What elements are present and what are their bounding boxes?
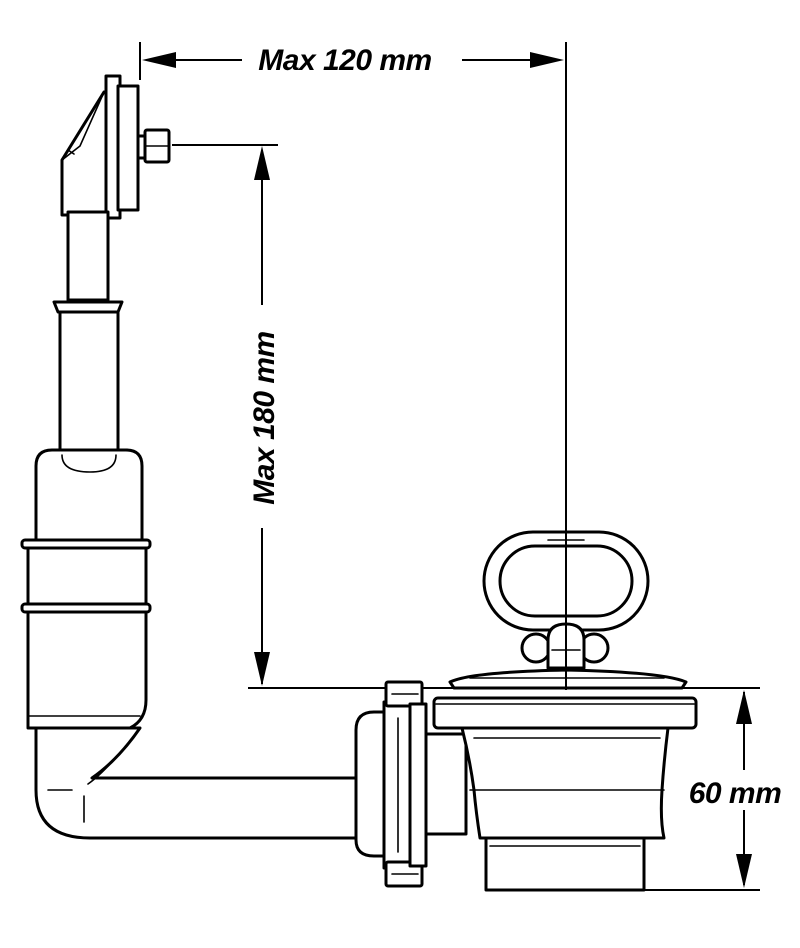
arrowhead-top bbox=[254, 146, 270, 180]
strainer-bowl bbox=[460, 726, 670, 840]
handle-lug-left bbox=[520, 632, 552, 664]
strainer-body bbox=[424, 696, 698, 892]
dimension-max-120: Max 120 mm bbox=[139, 42, 567, 690]
overflow-flange-ring bbox=[116, 84, 140, 212]
elbow-detail bbox=[67, 149, 75, 155]
overflow-pipe-lower bbox=[58, 310, 120, 462]
overflow-pipe-upper bbox=[66, 210, 110, 302]
elbow-bevel-line bbox=[61, 91, 105, 161]
trap-body-lower bbox=[26, 610, 148, 730]
trap-body-mid bbox=[26, 546, 148, 606]
trap-body bbox=[20, 448, 152, 730]
dimension-label-max-180: Max 180 mm bbox=[248, 331, 281, 504]
dimension-60: 60 mm bbox=[640, 690, 788, 891]
arrowhead-60-top bbox=[736, 690, 752, 724]
elbow-inner-line bbox=[87, 727, 141, 785]
overflow-pipe bbox=[52, 210, 124, 462]
union-nut-collar bbox=[354, 710, 386, 858]
strainer-plug bbox=[448, 530, 688, 690]
overflow-head bbox=[60, 74, 171, 220]
pipe-entry-curve bbox=[61, 454, 117, 473]
union-nut-side bbox=[408, 702, 428, 868]
dimension-max-180: Max 180 mm bbox=[172, 144, 281, 686]
arrowhead-bottom bbox=[254, 652, 270, 686]
union-nut bbox=[354, 680, 428, 888]
dimension-label-60: 60 mm bbox=[689, 777, 782, 810]
arrowhead-right bbox=[530, 52, 564, 68]
side-outlet bbox=[424, 732, 468, 836]
connector-pipe bbox=[34, 726, 362, 840]
arrowhead-left bbox=[142, 52, 176, 68]
dimension-label-max-120: Max 120 mm bbox=[258, 44, 431, 77]
strainer-top-flange bbox=[432, 696, 698, 730]
label-backdrop bbox=[682, 770, 788, 810]
arrowhead-60-bottom bbox=[736, 854, 752, 888]
trap-body-top bbox=[34, 448, 144, 542]
plug-cap bbox=[448, 668, 688, 690]
